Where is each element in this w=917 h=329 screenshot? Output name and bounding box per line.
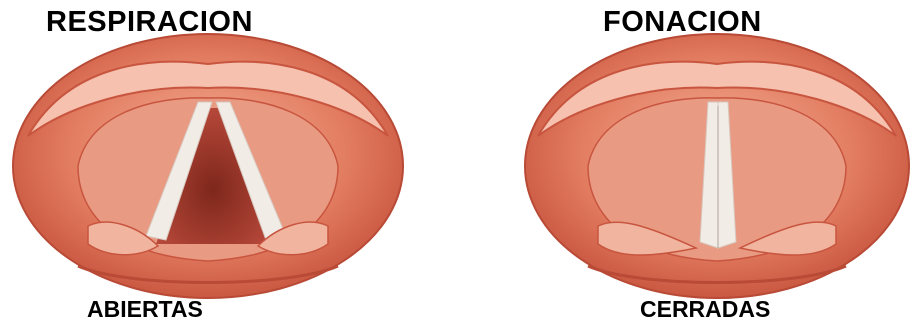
caption-abiertas: ABIERTAS — [87, 296, 203, 323]
caption-cerradas: CERRADAS — [640, 296, 770, 323]
larynx-open-illustration — [8, 26, 408, 301]
larynx-closed-illustration — [520, 26, 915, 301]
